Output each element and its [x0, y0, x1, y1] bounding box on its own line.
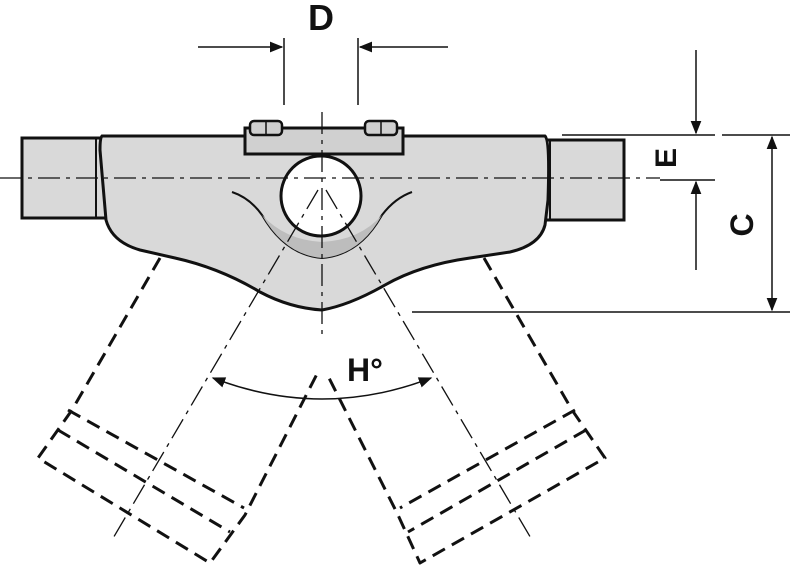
angle-h-arc: [211, 377, 433, 400]
bore-circle: [279, 154, 363, 238]
dimension-c: [412, 134, 790, 313]
dimension-e: [562, 50, 715, 270]
right-pipe-stub: [536, 138, 626, 222]
angle-h-label: H°: [347, 352, 383, 388]
recess-shading: [262, 215, 382, 258]
dimension-d: [198, 38, 448, 105]
left-branch-outlet: [36, 257, 320, 565]
right-bolt-icon: [363, 119, 399, 137]
centerlines: [0, 112, 660, 541]
right-branch-outlet: [324, 257, 607, 565]
left-bolt-icon: [248, 119, 284, 137]
dimension-e-label: E: [650, 148, 683, 168]
dimension-c-label: C: [724, 213, 760, 236]
dimension-d-label: D: [308, 0, 334, 38]
